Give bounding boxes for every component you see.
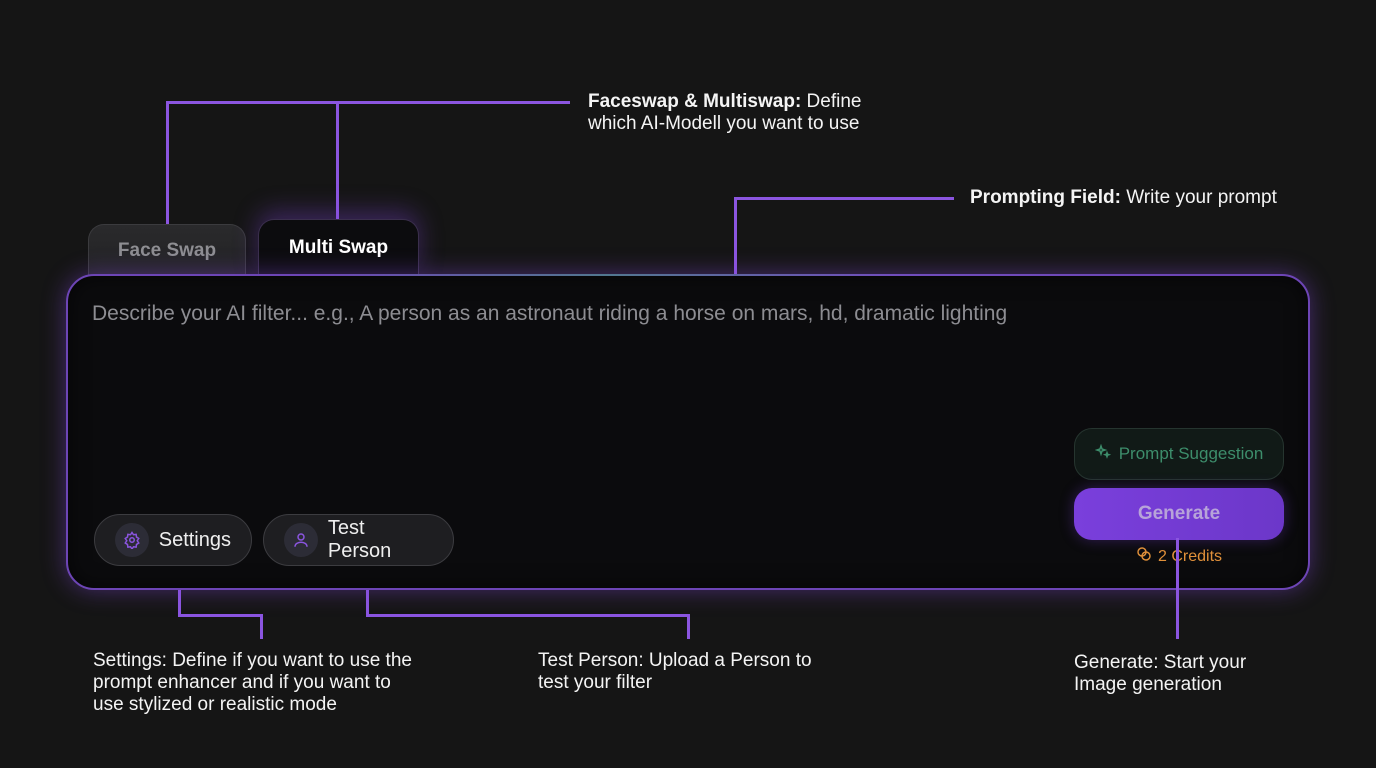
callout-line-generate bbox=[1176, 538, 1179, 639]
prompt-suggestion-button[interactable]: Prompt Suggestion bbox=[1074, 428, 1284, 480]
annotation-settings-line3: use stylized or realistic mode bbox=[93, 694, 337, 715]
callout-line-person-a bbox=[366, 564, 369, 617]
tab-multi-swap[interactable]: Multi Swap bbox=[258, 219, 419, 276]
tab-face-swap-label: Face Swap bbox=[117, 239, 217, 261]
prompt-suggestion-label: Prompt Suggestion bbox=[1118, 444, 1264, 463]
annotation-tabs-line2: which AI-Modell you want to use bbox=[588, 113, 860, 134]
callout-line-person-b bbox=[366, 614, 690, 617]
callout-line-tabs-left bbox=[166, 101, 169, 224]
prompt-panel: Settings Test Person Prompt Suggestion G… bbox=[66, 274, 1310, 590]
callout-line-prompt-top bbox=[734, 197, 954, 200]
settings-button-label: Settings bbox=[158, 528, 231, 551]
annotation-prompt-title: Prompting Field: bbox=[970, 187, 1121, 208]
annotation-generate-line2: Image generation bbox=[1074, 674, 1222, 695]
credits-indicator: 2 Credits bbox=[1074, 546, 1284, 567]
annotation-test-person-line2: test your filter bbox=[538, 672, 653, 693]
coins-icon bbox=[1136, 546, 1152, 567]
annotation-tabs: Faceswap & Multiswap: Define which AI-Mo… bbox=[588, 91, 861, 135]
sparkle-icon bbox=[1094, 443, 1111, 465]
annotation-prompt-rest: Write your prompt bbox=[1120, 187, 1277, 208]
callout-line-person-c bbox=[687, 614, 690, 639]
annotation-tabs-rest: Define bbox=[801, 91, 862, 112]
callout-line-tabs-top bbox=[166, 101, 570, 104]
credits-label: 2 Credits bbox=[1157, 547, 1223, 565]
annotation-prompt: Prompting Field: Write your prompt bbox=[970, 187, 1277, 209]
annotation-test-person-line1: Test Person: Upload a Person to bbox=[538, 650, 812, 671]
callout-line-settings-c bbox=[260, 614, 263, 639]
gear-icon bbox=[115, 523, 149, 557]
tab-multi-swap-label: Multi Swap bbox=[288, 237, 389, 258]
callout-line-settings-a bbox=[178, 564, 181, 617]
person-icon bbox=[284, 523, 318, 557]
annotation-generate: Generate: Start your Image generation bbox=[1074, 652, 1246, 696]
test-person-button[interactable]: Test Person bbox=[263, 514, 454, 566]
annotation-settings-line1: Settings: Define if you want to use the bbox=[93, 650, 412, 671]
callout-line-prompt-down bbox=[734, 197, 737, 295]
callout-line-settings-b bbox=[178, 614, 263, 617]
annotation-test-person: Test Person: Upload a Person to test you… bbox=[538, 650, 812, 694]
tab-face-swap[interactable]: Face Swap bbox=[88, 224, 246, 276]
callout-line-tabs-right bbox=[336, 101, 339, 219]
annotation-generate-line1: Generate: Start your bbox=[1074, 652, 1247, 673]
test-person-button-label: Test Person bbox=[327, 517, 392, 562]
settings-button[interactable]: Settings bbox=[94, 514, 252, 566]
annotation-tabs-title: Faceswap & Multiswap: bbox=[588, 91, 802, 112]
generate-button[interactable]: Generate bbox=[1074, 488, 1284, 540]
annotation-settings-line2: prompt enhancer and if you want to bbox=[93, 672, 391, 693]
annotation-settings: Settings: Define if you want to use the … bbox=[93, 650, 412, 716]
